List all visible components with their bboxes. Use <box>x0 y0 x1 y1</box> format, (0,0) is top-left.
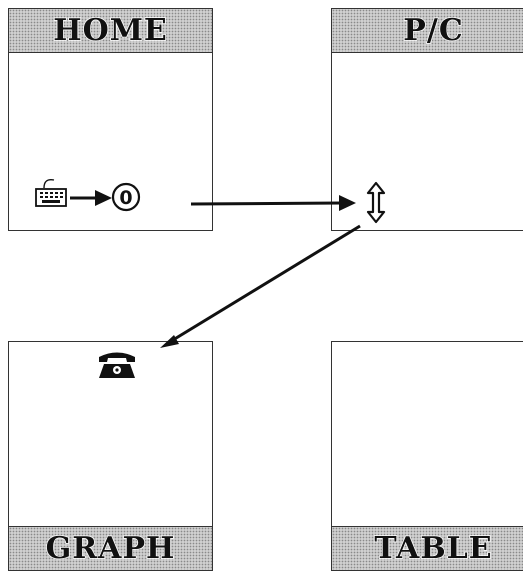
pc-panel: P/C <box>331 8 523 231</box>
pc-to-graph-arrow <box>160 224 361 348</box>
home-label: HOME <box>52 12 168 49</box>
home-header: HOME <box>9 9 212 53</box>
keyboard-icon <box>35 178 67 207</box>
zero-key-icon: 0 <box>111 182 141 212</box>
diagram-overlay: 0 <box>35 178 386 378</box>
telephone-icon <box>99 352 135 378</box>
pc-header: P/C <box>332 9 523 53</box>
up-down-arrow-icon <box>366 181 386 224</box>
zero-key-label: 0 <box>119 187 132 209</box>
graph-panel: GRAPH <box>8 341 213 571</box>
pc-label: P/C <box>403 12 464 49</box>
keyboard-to-zero-arrow <box>70 190 112 206</box>
home-to-pc-arrow <box>190 195 356 211</box>
